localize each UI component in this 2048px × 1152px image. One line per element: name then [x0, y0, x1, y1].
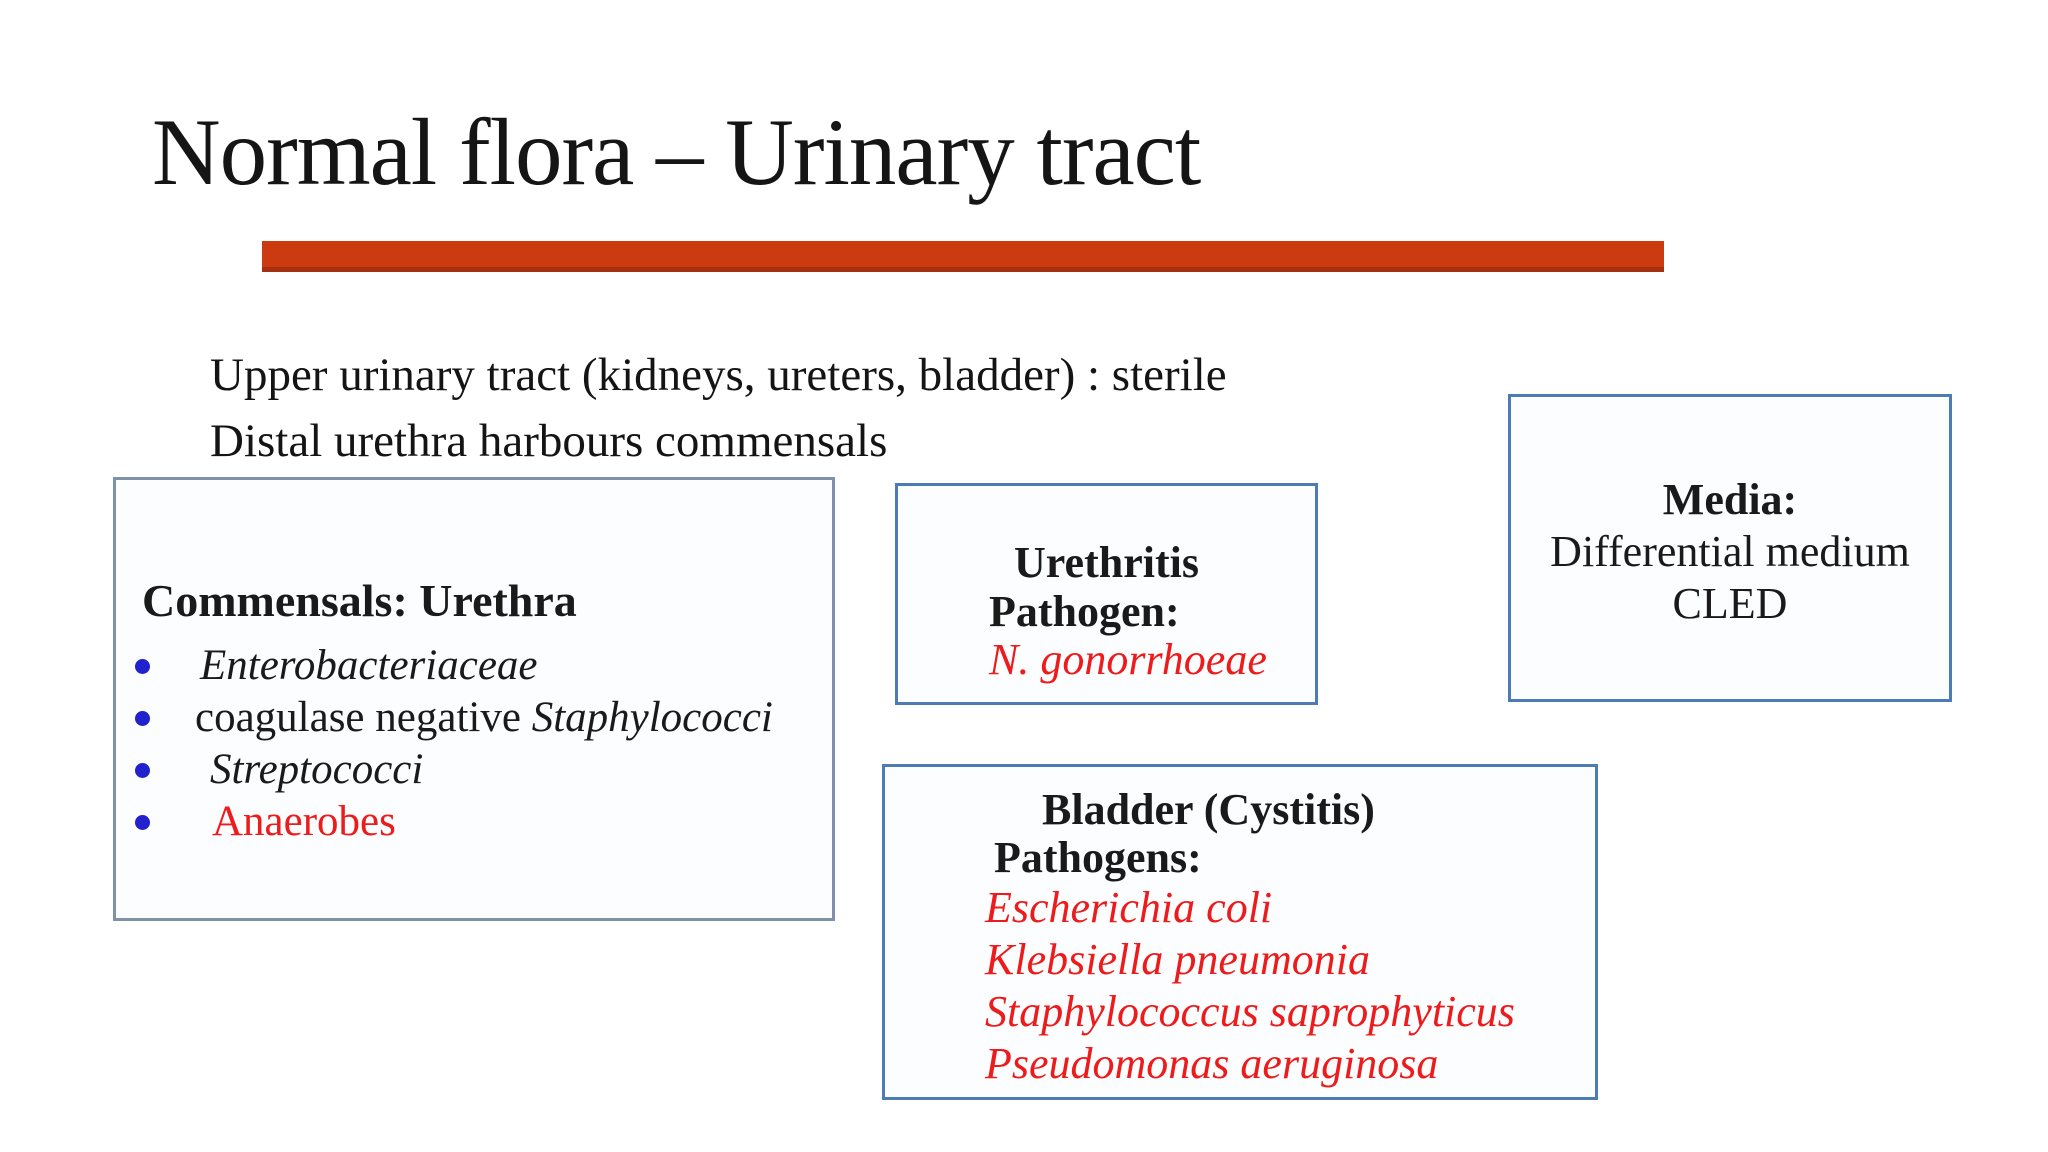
bullet-species: Staphylococci [531, 694, 773, 741]
bullet-dot-icon [135, 711, 150, 726]
media-heading: Media: [1662, 475, 1798, 524]
bullet-text: Anaerobes [212, 796, 396, 848]
bladder-pathogen-name: Staphylococcus saprophyticus [985, 987, 1515, 1036]
media-line-2: CLED [1672, 579, 1788, 628]
urethritis-box: Urethritis Pathogen: N. gonorrhoeae [895, 483, 1318, 705]
bladder-pathogen-name: Escherichia coli [985, 883, 1273, 932]
urethritis-pathogen-name: N. gonorrhoeae [989, 635, 1267, 684]
bladder-pathogen-name: Klebsiella pneumonia [985, 935, 1370, 984]
commensals-heading: Commensals: Urethra [142, 575, 577, 626]
bullet-species: Enterobacteriaceae [200, 642, 538, 689]
urethritis-pathogen-label: Pathogen: [989, 587, 1180, 636]
list-item: Streptococci [116, 744, 832, 796]
bladder-box: Bladder (Cystitis) Pathogens: Escherichi… [882, 764, 1598, 1100]
bladder-pathogen-name: Pseudomonas aeruginosa [985, 1039, 1439, 1088]
bullet-dot-icon [135, 763, 150, 778]
bullet-prefix: coagulase negative [195, 694, 532, 741]
bullet-text: coagulase negative Staphylococci [195, 692, 773, 744]
media-box: Media: Differential medium CLED [1508, 394, 1952, 702]
commensals-box: Commensals: Urethra Enterobacteriaceae c… [113, 477, 835, 921]
page-title: Normal flora – Urinary tract [152, 99, 1201, 205]
bladder-title: Bladder (Cystitis) [1042, 785, 1375, 834]
media-line-1: Differential medium [1550, 527, 1910, 576]
intro-line-2: Distal urethra harbours commensals [210, 415, 888, 467]
bullet-dot-icon [135, 659, 150, 674]
bullet-text: Streptococci [210, 744, 423, 796]
intro-line-1: Upper urinary tract (kidneys, ureters, b… [210, 349, 1227, 401]
title-underline-bar [262, 241, 1664, 272]
bullet-text: Enterobacteriaceae [200, 640, 538, 692]
bullet-prefix: Anaerobes [212, 798, 396, 845]
bullet-species: Streptococci [210, 746, 424, 793]
list-item: coagulase negative Staphylococci [116, 692, 832, 744]
urethritis-title: Urethritis [1014, 538, 1199, 587]
bullet-dot-icon [135, 815, 150, 830]
list-item: Anaerobes [116, 796, 832, 848]
list-item: Enterobacteriaceae [116, 640, 832, 692]
intro-text: Upper urinary tract (kidneys, ureters, b… [210, 342, 1227, 474]
bladder-pathogens-label: Pathogens: [994, 833, 1202, 882]
